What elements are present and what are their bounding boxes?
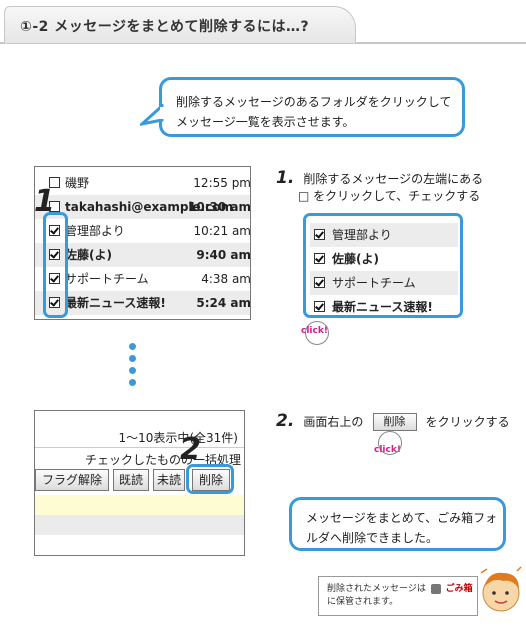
continuation-dot-2 xyxy=(129,355,136,362)
checkbox-highlight xyxy=(43,212,68,318)
count-text: 1〜10表示中(全31件) xyxy=(118,431,238,445)
message-checkbox[interactable] xyxy=(49,273,60,284)
toolbar-panel: 1〜10表示中(全31件) チェックしたものの一括処理 フラグ解除 既読 未読 … xyxy=(34,410,245,556)
action-bar: フラグ解除 既読 未読 削除 xyxy=(35,469,244,491)
shaded-row xyxy=(35,515,244,535)
result-line-1: メッセージをまとめて、ごみ箱フォ xyxy=(306,511,498,525)
header-tab xyxy=(4,6,356,43)
empty-row xyxy=(35,535,244,555)
header-rule xyxy=(0,42,526,44)
result-line-2: ルダへ削除できました。 xyxy=(306,531,439,545)
step-2-text-after: をクリックする xyxy=(425,415,510,429)
message-time: 4:38 am xyxy=(201,272,251,286)
message-sender: 佐藤(よ) xyxy=(65,248,112,262)
zoom-row: 最新ニュース速報! xyxy=(310,295,458,319)
callout-line-2: メッセージ一覧を表示させます。 xyxy=(176,115,355,129)
note-box: 削除されたメッセージは ごみ箱 に保管されます。 xyxy=(318,576,478,616)
step-1: 1. 削除するメッセージの左端にある xyxy=(276,168,483,189)
delete-button[interactable]: 削除 xyxy=(192,469,230,491)
trash-label: ごみ箱 xyxy=(445,584,473,594)
message-row[interactable]: 磯野 12:55 pm xyxy=(35,171,251,195)
callout-line-1: 削除するメッセージのあるフォルダをクリックして xyxy=(176,95,452,109)
message-sender: 管理部より xyxy=(65,224,125,238)
continuation-dot-3 xyxy=(129,367,136,374)
zoom-sender: 最新ニュース速報! xyxy=(332,300,433,314)
click-cursor xyxy=(305,321,329,345)
continuation-dot-1 xyxy=(129,343,136,350)
callout-tail xyxy=(140,104,166,126)
message-time: 5:24 am xyxy=(196,296,251,310)
zoom-row: サポートチーム xyxy=(310,271,458,295)
message-checkbox[interactable] xyxy=(49,297,60,308)
message-time: 12:55 pm xyxy=(193,176,251,190)
flag-clear-button[interactable]: フラグ解除 xyxy=(35,469,109,491)
zoom-sender: 管理部より xyxy=(332,228,392,242)
message-checkbox[interactable] xyxy=(49,177,60,188)
message-time: 10:30 am xyxy=(188,200,251,214)
step-2: 2. 画面右上の 削除 をクリックする xyxy=(276,411,510,432)
unread-button[interactable]: 未読 xyxy=(153,469,185,491)
zoom-checkbox[interactable] xyxy=(314,277,325,288)
result-callout: メッセージをまとめて、ごみ箱フォ ルダへ削除できました。 xyxy=(289,497,506,551)
guide-character-icon xyxy=(480,566,522,612)
step-1-number: 1. xyxy=(276,168,295,188)
message-sender: takahashi@example.com xyxy=(65,200,234,214)
step-2-text-before: 画面右上の xyxy=(303,415,364,429)
message-checkbox[interactable] xyxy=(49,249,60,260)
step-1-big-number: 1 xyxy=(34,184,55,219)
inline-delete-button: 削除 xyxy=(372,412,417,431)
continuation-dot-4 xyxy=(129,379,136,386)
message-time: 10:21 am xyxy=(193,224,251,238)
zoom-sender: サポートチーム xyxy=(332,276,416,290)
divider xyxy=(35,447,244,448)
zoom-rows: 管理部より佐藤(よ) サポートチーム最新ニュース速報! xyxy=(310,223,458,319)
step-1-text-1: 削除するメッセージの左端にある xyxy=(303,172,484,186)
message-sender: 最新ニュース速報! xyxy=(65,296,166,310)
click-label-2: click! xyxy=(374,445,401,455)
note-line-2: に保管されます。 xyxy=(327,597,399,607)
instruction-callout: 削除するメッセージのあるフォルダをクリックして メッセージ一覧を表示させます。 xyxy=(159,77,465,137)
step-1-text-2: □ をクリックして、チェックする xyxy=(298,189,481,203)
zoom-checkbox[interactable] xyxy=(314,253,325,264)
message-sender: サポートチーム xyxy=(65,272,149,286)
zoom-checkbox[interactable] xyxy=(314,229,325,240)
header: ①-2 メッセージをまとめて削除するには…? xyxy=(0,0,526,44)
click-cursor-2 xyxy=(378,431,402,455)
message-sender: 磯野 xyxy=(65,176,90,190)
zoom-row: 佐藤(よ) xyxy=(310,247,458,271)
step-2-big-number: 2 xyxy=(180,432,201,467)
page-title: ①-2 メッセージをまとめて削除するには…? xyxy=(20,19,310,35)
zoom-box: 管理部より佐藤(よ) サポートチーム最新ニュース速報! xyxy=(303,213,463,318)
message-time: 9:40 am xyxy=(196,248,251,262)
note-line-1: 削除されたメッセージは ごみ箱 xyxy=(327,583,473,594)
highlight-row xyxy=(35,495,244,515)
message-row[interactable]: 管理部より 10:21 am xyxy=(35,219,251,243)
trash-icon xyxy=(430,583,441,594)
message-checkbox[interactable] xyxy=(49,225,60,236)
delete-highlight xyxy=(186,464,234,494)
message-checkbox[interactable] xyxy=(49,201,60,212)
checked-text: チェックしたものの一括処理 xyxy=(85,453,242,467)
message-row[interactable]: 佐藤(よ) 9:40 am xyxy=(35,243,251,267)
step-2-number: 2. xyxy=(276,411,295,431)
zoom-checkbox[interactable] xyxy=(314,301,325,312)
read-button[interactable]: 既読 xyxy=(113,469,149,491)
zoom-sender: 佐藤(よ) xyxy=(332,252,379,266)
zoom-row: 管理部より xyxy=(310,223,458,247)
click-label-1: click! xyxy=(301,326,328,336)
message-row[interactable]: 最新ニュース速報! 5:24 am xyxy=(35,291,251,315)
message-row[interactable]: サポートチーム 4:38 am xyxy=(35,267,251,291)
